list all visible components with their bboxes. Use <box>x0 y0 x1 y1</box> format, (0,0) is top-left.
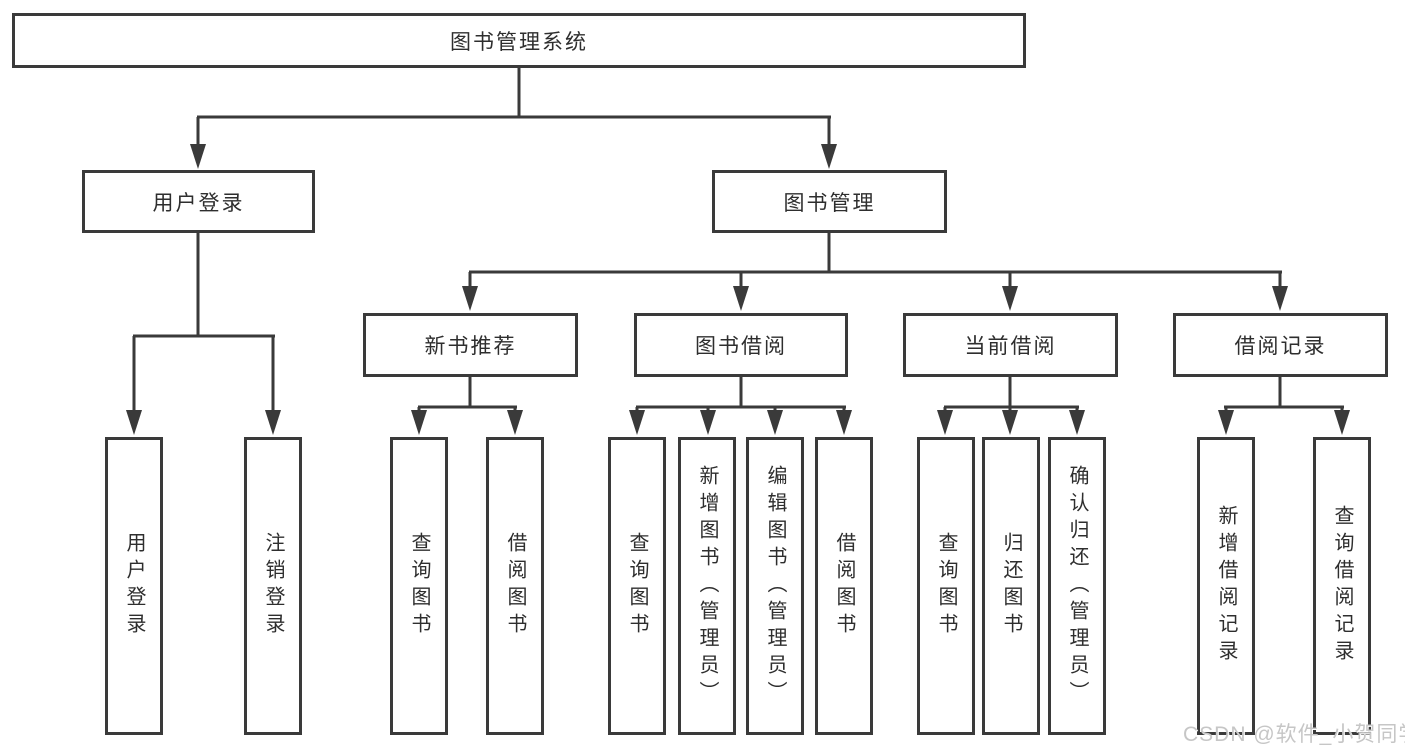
leaf-add-borrow-record: 新增借阅记录 <box>1197 437 1255 735</box>
node-new-book-recommend: 新书推荐 <box>363 313 578 377</box>
leaf-add-borrow-record-label: 新增借阅记录 <box>1215 505 1237 667</box>
leaf-current-query-books: 查询图书 <box>917 437 975 735</box>
node-borrowing-records-label: 借阅记录 <box>1234 335 1327 358</box>
leaf-recommend-query-books: 查询图书 <box>390 437 448 735</box>
node-current-borrowing: 当前借阅 <box>903 313 1118 377</box>
leaf-query-borrow-record-label: 查询借阅记录 <box>1331 505 1353 667</box>
leaf-return-books-label: 归还图书 <box>1000 532 1022 640</box>
csdn-watermark: CSDN @软件_小贺同学 <box>1183 723 1405 746</box>
node-book-borrowing-label: 图书借阅 <box>695 335 787 358</box>
leaf-borrowing-query-books-label: 查询图书 <box>626 532 648 640</box>
leaf-edit-books-admin: 编辑图书（管理员） <box>746 437 804 735</box>
leaf-recommend-borrow-books-label: 借阅图书 <box>504 532 526 640</box>
leaf-user-login: 用户登录 <box>105 437 163 735</box>
node-root-system: 图书管理系统 <box>12 13 1026 68</box>
node-user-login: 用户登录 <box>82 170 315 233</box>
leaf-borrowing-query-books: 查询图书 <box>608 437 666 735</box>
leaf-borrowing-borrow-books-label: 借阅图书 <box>833 532 855 640</box>
leaf-edit-books-admin-label: 编辑图书（管理员） <box>764 464 786 708</box>
node-root-system-label: 图书管理系统 <box>450 30 588 54</box>
node-book-management-label: 图书管理 <box>783 191 876 215</box>
node-user-login-label: 用户登录 <box>152 191 245 215</box>
node-current-borrowing-label: 当前借阅 <box>964 335 1057 358</box>
leaf-return-books: 归还图书 <box>982 437 1040 735</box>
node-book-borrowing: 图书借阅 <box>634 313 848 377</box>
leaf-confirm-return-admin-label: 确认归还（管理员） <box>1066 464 1088 708</box>
leaf-logout: 注销登录 <box>244 437 302 735</box>
leaf-current-query-books-label: 查询图书 <box>935 532 957 640</box>
leaf-borrowing-borrow-books: 借阅图书 <box>815 437 873 735</box>
leaf-logout-label: 注销登录 <box>262 532 284 640</box>
leaf-add-books-admin-label: 新增图书（管理员） <box>696 464 718 708</box>
leaf-query-borrow-record: 查询借阅记录 <box>1313 437 1371 735</box>
node-book-management: 图书管理 <box>712 170 947 233</box>
leaf-add-books-admin: 新增图书（管理员） <box>678 437 736 735</box>
node-borrowing-records: 借阅记录 <box>1173 313 1388 377</box>
leaf-recommend-borrow-books: 借阅图书 <box>486 437 544 735</box>
leaf-confirm-return-admin: 确认归还（管理员） <box>1048 437 1106 735</box>
node-new-book-recommend-label: 新书推荐 <box>424 335 517 358</box>
leaf-recommend-query-books-label: 查询图书 <box>408 532 430 640</box>
leaf-user-login-label: 用户登录 <box>123 532 145 640</box>
